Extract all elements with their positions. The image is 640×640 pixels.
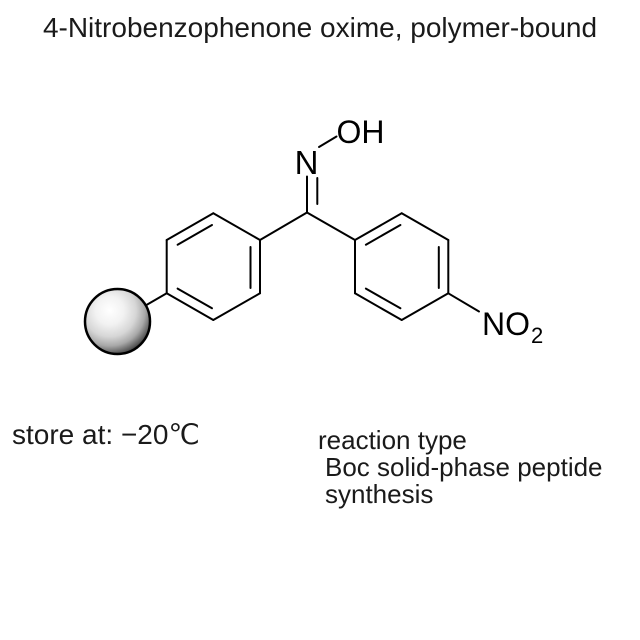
atom-label: OH <box>337 114 385 150</box>
bond-line <box>354 292 403 321</box>
storage-condition-label: store at: −20℃ <box>12 419 200 450</box>
reaction-type-line2: synthesis <box>325 479 434 509</box>
bond-line <box>145 292 168 307</box>
bead-group <box>83 287 152 356</box>
bond-line <box>400 292 450 321</box>
bond-line <box>212 212 261 241</box>
bond-line <box>176 287 213 310</box>
bond-line <box>165 292 215 321</box>
bond-line <box>364 224 402 246</box>
bond-line <box>354 212 403 241</box>
bond-line <box>447 292 480 313</box>
bond-line <box>400 212 450 241</box>
compound-title: 4-Nitrobenzophenone oxime, polymer-bound <box>42 12 598 43</box>
atom-label: NO <box>482 306 530 342</box>
atom-label: 2 <box>531 323 543 348</box>
bond-line <box>212 292 261 321</box>
bond-group <box>145 135 480 321</box>
reaction-type-line1: Boc solid-phase peptide <box>325 452 603 482</box>
reaction-type-block: reaction type Boc solid-phase peptide sy… <box>318 427 603 508</box>
bond-line <box>259 211 308 241</box>
bond-line <box>364 287 402 310</box>
atom-label: N <box>295 144 319 181</box>
polymer-bead <box>83 287 152 356</box>
reaction-type-heading: reaction type <box>318 425 467 455</box>
bond-line <box>176 224 213 246</box>
bond-line <box>318 135 338 148</box>
bond-line <box>165 212 215 241</box>
bond-line <box>306 211 356 241</box>
